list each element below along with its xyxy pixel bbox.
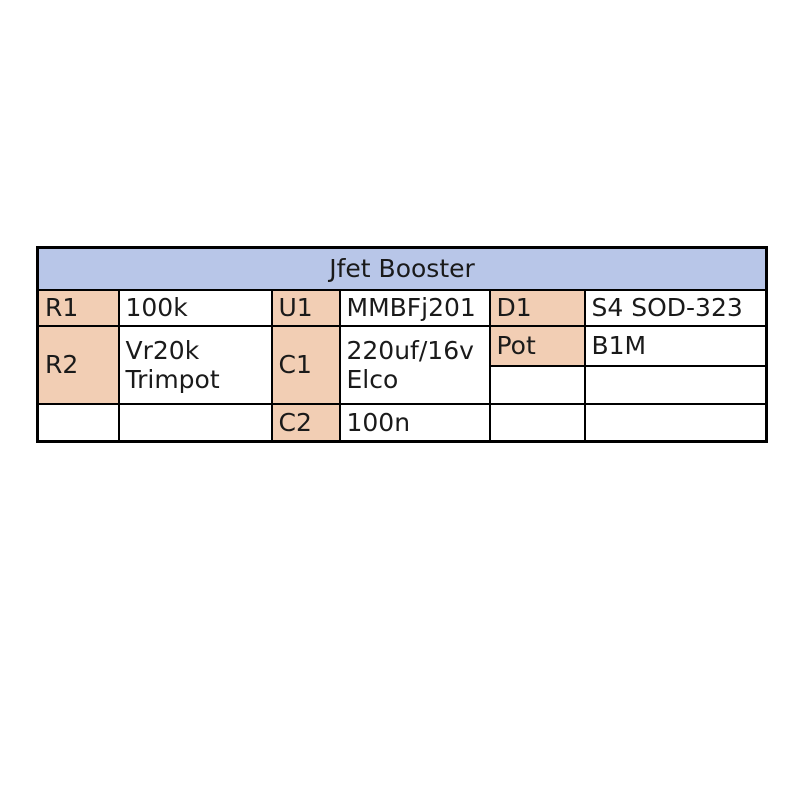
value-cell-pot: B1M bbox=[583, 325, 768, 367]
ref-cell-r2: R2 bbox=[36, 325, 120, 405]
bill-of-materials-table: Jfet Booster R1 100k U1 MMBFj201 D1 S4 S… bbox=[36, 246, 769, 443]
value-cell-empty-right-1 bbox=[583, 365, 768, 405]
ref-cell-u1: U1 bbox=[270, 289, 341, 327]
value-cell-d1: S4 SOD-323 bbox=[583, 289, 768, 327]
ref-cell-r1: R1 bbox=[36, 289, 120, 327]
value-cell-r1: 100k bbox=[117, 289, 273, 327]
table-title-row: Jfet Booster bbox=[36, 246, 768, 291]
ref-cell-c1: C1 bbox=[270, 325, 341, 405]
table-row: R1 100k U1 MMBFj201 D1 S4 SOD-323 bbox=[36, 289, 768, 327]
ref-cell-c2: C2 bbox=[270, 403, 341, 442]
ref-cell-d1: D1 bbox=[488, 289, 586, 327]
value-cell-r2: Vr20k Trimpot bbox=[117, 325, 273, 405]
table-row: C2 100n bbox=[36, 403, 768, 442]
ref-cell-pot: Pot bbox=[488, 325, 586, 367]
value-cell-c1: 220uf/16v Elco bbox=[338, 325, 491, 405]
ref-cell-empty-left bbox=[36, 403, 120, 442]
value-line: Elco bbox=[346, 365, 399, 394]
value-cell-empty-left bbox=[117, 403, 273, 442]
value-line: Vr20k bbox=[125, 335, 200, 365]
table-row bbox=[38, 365, 768, 405]
value-cell-empty-right-2 bbox=[583, 403, 768, 442]
ref-cell-empty-right-1 bbox=[488, 365, 586, 405]
table-row: R2 Vr20k Trimpot C1 220uf/16v Elco Pot B… bbox=[36, 325, 768, 405]
table-title: Jfet Booster bbox=[36, 246, 768, 291]
ref-cell-empty-right-2 bbox=[488, 403, 586, 442]
value-line: Trimpot bbox=[125, 365, 220, 394]
value-cell-c2: 100n bbox=[338, 403, 491, 442]
value-line: 220uf/16v bbox=[346, 335, 474, 365]
value-cell-u1: MMBFj201 bbox=[338, 289, 491, 327]
